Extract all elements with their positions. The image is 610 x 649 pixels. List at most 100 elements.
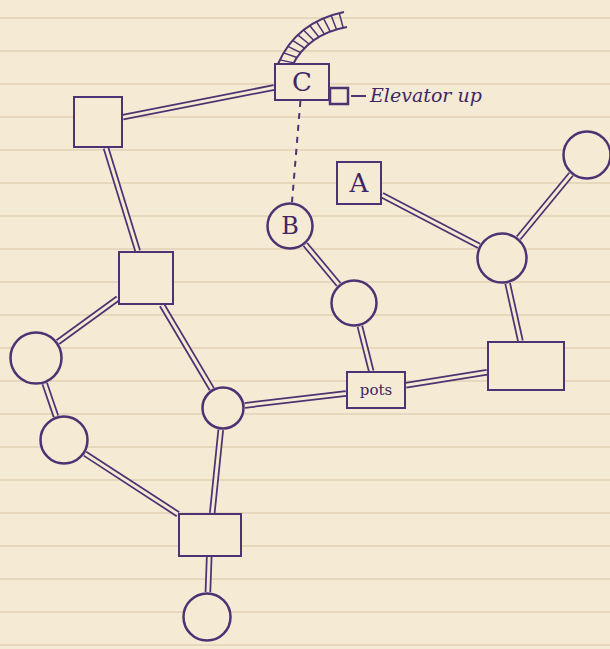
corridor-fill	[58, 298, 118, 342]
corridor-fill	[305, 244, 338, 284]
corridor	[123, 87, 274, 117]
dashed-link	[292, 101, 300, 202]
stair-rail	[292, 27, 347, 66]
corridor-fill	[245, 394, 346, 406]
stair-rail	[278, 12, 344, 64]
note-label: Elevator up	[370, 84, 482, 106]
room-circle	[9, 331, 63, 385]
corridor	[360, 326, 371, 371]
corridor-outline	[519, 174, 572, 238]
room-circle	[182, 592, 232, 642]
corridor	[208, 557, 209, 592]
room-box	[118, 251, 174, 305]
corridor-outline	[162, 305, 212, 389]
circle-shape	[332, 281, 377, 326]
elevator-symbol	[330, 88, 348, 104]
corridor-outline	[58, 298, 118, 342]
circle-outline	[476, 232, 528, 284]
circle-shape	[203, 388, 244, 429]
corridor-outline	[305, 244, 338, 284]
circle-outline	[330, 279, 378, 327]
corridor-outline	[212, 430, 221, 513]
ruled-line	[0, 51, 610, 52]
room-circle	[476, 232, 528, 284]
room-label: A	[350, 170, 369, 196]
circle-outline	[201, 386, 245, 430]
corridor	[382, 195, 479, 246]
ruled-line	[0, 18, 610, 19]
room-circle	[201, 386, 245, 430]
ruled-line	[0, 480, 610, 481]
room-label: pots	[360, 383, 392, 398]
stair-step	[316, 22, 324, 34]
corridor-outline	[382, 195, 479, 246]
ruled-line	[0, 414, 610, 415]
stair-step	[304, 30, 314, 40]
stair-step	[324, 18, 331, 31]
corridor	[406, 372, 487, 385]
corridor	[162, 305, 212, 389]
ruled-line	[0, 579, 610, 580]
corridor-fill	[519, 174, 572, 238]
ruled-line	[0, 546, 610, 547]
corridor-fill	[208, 557, 209, 592]
room-box: pots	[346, 371, 406, 409]
corridor-fill	[162, 305, 212, 389]
corridor-outline	[360, 326, 371, 371]
stair-steps	[280, 13, 343, 63]
corridor-fill	[406, 372, 487, 385]
stair-step	[331, 15, 336, 29]
ruled-line	[0, 447, 610, 448]
corridor	[212, 430, 221, 513]
room-circle	[562, 130, 610, 180]
ruled-line	[0, 183, 610, 184]
circle-shape	[268, 204, 313, 249]
corridor	[106, 148, 138, 251]
circle-shape	[41, 417, 88, 464]
corridor	[245, 394, 346, 406]
corridor-fill	[45, 384, 56, 417]
corridor-fill	[508, 283, 521, 341]
stair-step	[298, 35, 309, 44]
corridor-outline	[45, 384, 56, 417]
stair-step	[339, 13, 343, 28]
circle-shape	[478, 234, 527, 283]
stair-step	[288, 46, 301, 52]
stair-step	[310, 26, 319, 37]
room-circle	[39, 415, 89, 465]
corridor	[58, 298, 118, 342]
ruled-line	[0, 612, 610, 613]
ruled-line	[0, 150, 610, 151]
circle-outline	[9, 331, 63, 385]
circle-shape	[564, 132, 610, 179]
room-circle: B	[266, 202, 314, 250]
room-box: A	[336, 161, 382, 205]
room-box	[178, 513, 242, 557]
corridor-outline	[508, 283, 521, 341]
corridor	[508, 283, 521, 341]
room-label: C	[292, 69, 312, 95]
corridor-outline	[123, 87, 274, 117]
corridor-fill	[382, 195, 479, 246]
corridor-fill	[106, 148, 138, 251]
room-label: B	[281, 214, 299, 238]
corridor	[305, 244, 338, 284]
corridor-fill	[212, 430, 221, 513]
corridor-fill	[85, 454, 178, 515]
room-box: C	[274, 63, 330, 101]
circle-shape	[184, 594, 231, 641]
leader-line	[351, 95, 366, 97]
ruled-line	[0, 513, 610, 514]
corridor-outline	[245, 394, 346, 406]
corridor-fill	[360, 326, 371, 371]
ruled-line	[0, 645, 610, 646]
circle-shape	[11, 333, 62, 384]
corridor-outline	[85, 454, 178, 515]
corridor-fill	[123, 87, 274, 117]
room-box	[73, 96, 123, 148]
room-circle	[330, 279, 378, 327]
corridor	[45, 384, 56, 417]
corridor-outline	[208, 557, 209, 592]
circle-outline	[182, 592, 232, 642]
